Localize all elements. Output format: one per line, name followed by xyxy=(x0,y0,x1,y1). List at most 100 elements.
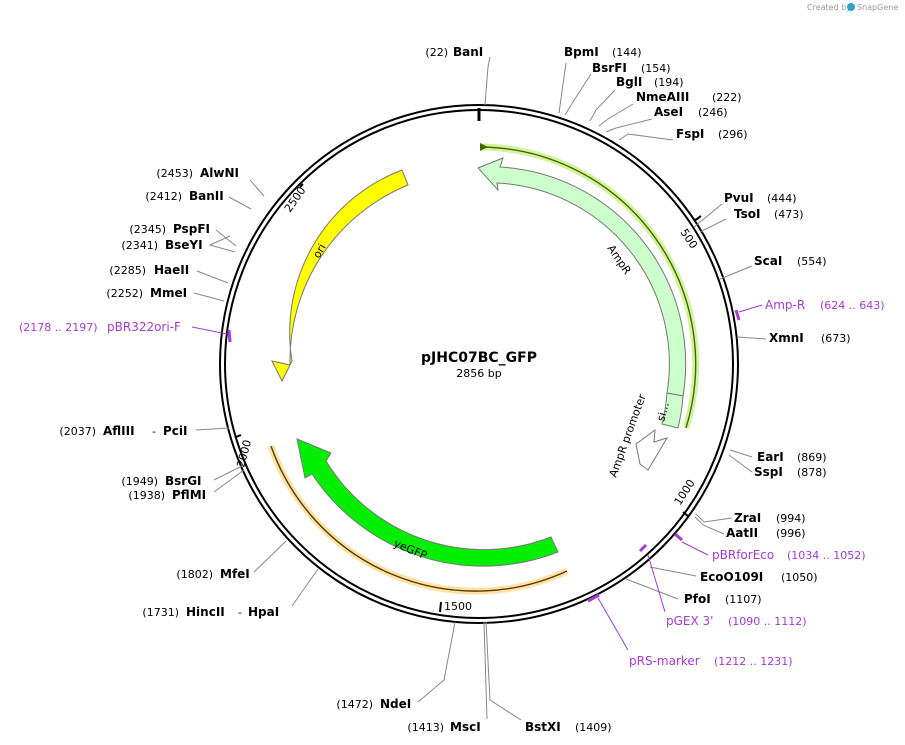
enzyme-pvui[interactable]: PvuI (444) xyxy=(724,191,797,205)
primer-name: pGEX 3' xyxy=(666,614,713,628)
ori-feature[interactable] xyxy=(271,169,409,383)
enzyme-name: MscI xyxy=(450,720,481,734)
enzyme-name: BsrGI xyxy=(165,474,202,488)
enzyme-tsoi[interactable]: TsoI (473) xyxy=(734,207,804,221)
enzyme-name: BsrFI xyxy=(592,61,627,75)
tick-1000: 1000 xyxy=(672,477,698,518)
enzyme-position: (1938) xyxy=(128,489,165,502)
enzyme-xmni[interactable]: XmnI (673) xyxy=(769,331,851,345)
credit-prefix: Created by xyxy=(807,3,851,12)
enzyme-position: (2345) xyxy=(129,223,166,236)
enzyme-position: (473) xyxy=(774,208,804,221)
enzyme-pflmi[interactable]: (1938) PflMI xyxy=(128,488,206,502)
enzyme-name: BglI xyxy=(616,75,642,89)
enzyme-asei[interactable]: AseI (246) xyxy=(654,105,728,119)
enzyme-pfoi[interactable]: PfoI (1107) xyxy=(684,592,762,606)
enzyme-hincii-hpai[interactable]: (1731) HincII - HpaI xyxy=(142,605,279,619)
enzyme-position: (994) xyxy=(776,512,806,525)
enzyme-banii[interactable]: (2412) BanII xyxy=(145,189,223,203)
enzyme-name: HaeII xyxy=(154,263,189,277)
ori-label: ori xyxy=(310,242,328,261)
enzyme-eari[interactable]: EarI (869) xyxy=(757,450,827,464)
enzyme-alwni[interactable]: (2453) AlwNI xyxy=(156,166,239,180)
enzyme-bsrfi[interactable]: BsrFI (154) xyxy=(592,61,671,75)
signal-label: si... xyxy=(654,401,672,423)
primer-range: (1034 .. 1052) xyxy=(787,549,866,562)
primer-range: (2178 .. 2197) xyxy=(19,321,98,334)
enzyme-ecoo109i[interactable]: EcoO109I (1050) xyxy=(700,570,818,584)
enzyme-separator: - xyxy=(238,606,242,619)
tick-label: 1000 xyxy=(672,477,698,508)
enzyme-bsrgi[interactable]: (1949) BsrGI xyxy=(121,474,201,488)
enzyme-name: TsoI xyxy=(734,207,760,221)
enzyme-position: (2412) xyxy=(145,190,182,203)
enzyme-sspi[interactable]: SspI (878) xyxy=(754,465,827,479)
enzyme-bseyi[interactable]: (2341) BseYI xyxy=(121,238,202,252)
enzyme-name: NdeI xyxy=(380,697,411,711)
enzyme-name: ZraI xyxy=(734,511,761,525)
enzyme-mfei[interactable]: (1802) MfeI xyxy=(176,567,249,581)
ampr-promoter-feature[interactable] xyxy=(635,428,669,471)
enzyme-position: (296) xyxy=(718,128,748,141)
enzyme-position: (869) xyxy=(797,451,827,464)
enzyme-position: (2453) xyxy=(156,167,193,180)
enzyme-bpmi[interactable]: BpmI (144) xyxy=(564,45,642,59)
primer-pgex3[interactable]: pGEX 3' (1090 .. 1112) xyxy=(666,614,807,628)
primer-name: pRS-marker xyxy=(629,654,700,668)
enzyme-bani[interactable]: (22) BanI xyxy=(425,45,483,59)
enzyme-name: EarI xyxy=(757,450,784,464)
enzyme-name: NmeAIII xyxy=(636,90,689,104)
primer-pbrforeco[interactable]: pBRforEco (1034 .. 1052) xyxy=(712,548,866,562)
primer-name: pBR322ori-F xyxy=(107,320,181,334)
enzyme-name: AatII xyxy=(726,526,758,540)
enzyme-nmeaiii[interactable]: NmeAIII (222) xyxy=(636,90,742,104)
ampr-orf-line xyxy=(479,146,697,429)
enzyme-position: (2252) xyxy=(106,287,143,300)
enzyme-position: (1731) xyxy=(142,606,179,619)
enzyme-name: MfeI xyxy=(220,567,250,581)
enzyme-zrai[interactable]: ZraI (994) xyxy=(734,511,806,525)
enzyme-ndei[interactable]: (1472) NdeI xyxy=(336,697,411,711)
yegfp-feature[interactable] xyxy=(296,438,559,567)
enzyme-position: (246) xyxy=(698,106,728,119)
enzyme-name: AlwNI xyxy=(200,166,239,180)
enzyme-bstxi[interactable]: BstXI (1409) xyxy=(525,720,612,734)
enzyme-position: (2285) xyxy=(109,264,146,277)
enzyme-name: XmnI xyxy=(769,331,804,345)
enzyme-pspfi[interactable]: (2345) PspFI xyxy=(129,222,210,236)
enzyme-aatii[interactable]: AatII (996) xyxy=(726,526,806,540)
primer-prs-marker[interactable]: pRS-marker (1212 .. 1231) xyxy=(629,654,793,668)
enzyme-haeii[interactable]: (2285) HaeII xyxy=(109,263,189,277)
yegfp-orf-line xyxy=(270,445,568,592)
ampr-orf-arrowhead xyxy=(480,143,488,151)
enzyme-name: AseI xyxy=(654,105,683,119)
enzyme-position: (2037) xyxy=(59,425,96,438)
primer-amp-r[interactable]: Amp-R (624 .. 643) xyxy=(765,298,885,312)
enzyme-afliii-pcii[interactable]: (2037) AflIII - PciI xyxy=(59,424,187,438)
enzyme-name: PvuI xyxy=(724,191,754,205)
enzyme-mmei[interactable]: (2252) MmeI xyxy=(106,286,187,300)
enzyme-name-2: PciI xyxy=(163,424,188,438)
enzyme-name: EcoO109I xyxy=(700,570,763,584)
enzyme-position: (1409) xyxy=(575,721,612,734)
primer-name: Amp-R xyxy=(765,298,805,312)
enzyme-position: (22) xyxy=(425,46,448,59)
enzyme-position: (1050) xyxy=(781,571,818,584)
enzyme-position: (1107) xyxy=(725,593,762,606)
backbone-outer xyxy=(219,104,739,624)
primer-range: (1212 .. 1231) xyxy=(714,655,793,668)
enzyme-name: MmeI xyxy=(150,286,187,300)
primer-range: (1090 .. 1112) xyxy=(728,615,807,628)
tick-label: 500 xyxy=(678,226,701,251)
enzyme-leader-lines xyxy=(193,56,767,721)
enzyme-bgli[interactable]: BglI (194) xyxy=(616,75,684,89)
enzyme-scai[interactable]: ScaI (554) xyxy=(754,254,827,268)
primer-pbr322ori-f[interactable]: (2178 .. 2197) pBR322ori-F xyxy=(19,320,181,334)
enzyme-msci[interactable]: (1413) MscI xyxy=(407,720,480,734)
enzyme-position: (444) xyxy=(767,192,797,205)
enzyme-name: BseYI xyxy=(165,238,203,252)
tick-label: 1500 xyxy=(444,600,472,613)
enzyme-fspi[interactable]: FspI (296) xyxy=(676,127,748,141)
enzyme-position: (154) xyxy=(641,62,671,75)
signal-sequence-feature[interactable] xyxy=(661,392,684,429)
